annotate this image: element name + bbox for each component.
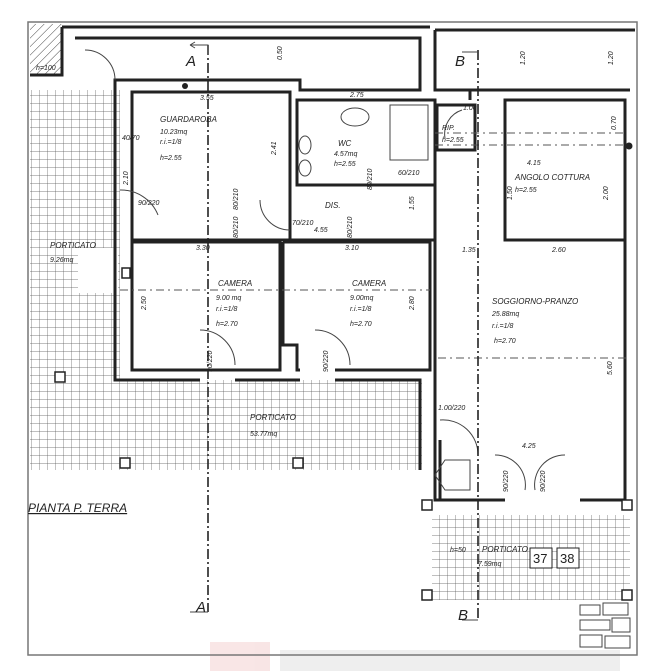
svg-text:h=2.55: h=2.55 xyxy=(515,187,537,194)
svg-text:h=2.70: h=2.70 xyxy=(494,338,516,345)
section-a-label-bottom: A xyxy=(195,599,206,616)
svg-text:53.77mq: 53.77mq xyxy=(250,431,277,438)
svg-text:h=2.55: h=2.55 xyxy=(334,161,356,168)
svg-text:h=2.70: h=2.70 xyxy=(216,321,238,328)
svg-text:80/210: 80/210 xyxy=(233,188,240,210)
svg-text:h=50: h=50 xyxy=(450,547,466,554)
section-a-label-top: A xyxy=(185,53,196,70)
svg-text:90/220: 90/220 xyxy=(207,350,214,372)
svg-text:38: 38 xyxy=(560,551,574,566)
svg-text:90/220: 90/220 xyxy=(323,350,330,372)
svg-text:r.i.=1/8: r.i.=1/8 xyxy=(350,306,371,313)
svg-text:ANGOLO COTTURA: ANGOLO COTTURA xyxy=(514,173,590,182)
portico-main-floor xyxy=(30,380,422,470)
stone-paving xyxy=(579,602,631,649)
svg-text:2.80: 2.80 xyxy=(409,296,416,311)
plan-title: PIANTA P. TERRA xyxy=(28,501,127,515)
portico-left-floor xyxy=(30,90,120,380)
svg-text:10.23mq: 10.23mq xyxy=(160,129,187,136)
svg-text:90/220: 90/220 xyxy=(138,200,160,207)
svg-text:1.00: 1.00 xyxy=(463,105,477,112)
svg-text:90/220: 90/220 xyxy=(540,470,547,492)
svg-text:h=2.70: h=2.70 xyxy=(350,321,372,328)
door-labels: 40/70 2.10 90/220 80/210 70/210 80/210 8… xyxy=(122,135,547,492)
svg-text:9.26mq: 9.26mq xyxy=(50,257,73,264)
svg-text:r.i.=1/8: r.i.=1/8 xyxy=(216,306,237,313)
svg-text:2.10: 2.10 xyxy=(123,171,130,186)
svg-text:0.70: 0.70 xyxy=(611,116,618,130)
svg-text:CAMERA: CAMERA xyxy=(218,279,252,288)
svg-text:PORTICATO: PORTICATO xyxy=(482,545,528,554)
svg-text:2.50: 2.50 xyxy=(141,296,148,311)
hatched-area xyxy=(30,24,62,74)
svg-text:3.55: 3.55 xyxy=(200,95,214,102)
svg-text:2.41: 2.41 xyxy=(271,141,278,156)
svg-text:4.25: 4.25 xyxy=(522,443,536,450)
svg-text:3.30: 3.30 xyxy=(196,245,210,252)
svg-text:2.00: 2.00 xyxy=(603,186,610,201)
svg-text:70/210: 70/210 xyxy=(292,220,314,227)
svg-text:25.88mq: 25.88mq xyxy=(491,311,519,318)
svg-text:1.20: 1.20 xyxy=(520,51,527,65)
svg-text:SOGGIORNO-PRANZO: SOGGIORNO-PRANZO xyxy=(492,297,578,306)
svg-text:GUARDAROBA: GUARDAROBA xyxy=(160,115,217,124)
svg-text:80/210: 80/210 xyxy=(367,168,374,190)
svg-text:40/70: 40/70 xyxy=(122,135,140,142)
section-b-label-top: B xyxy=(455,53,465,70)
svg-text:80/210: 80/210 xyxy=(347,216,354,238)
svg-text:4.55: 4.55 xyxy=(314,227,328,234)
svg-text:2.75: 2.75 xyxy=(349,92,364,99)
svg-text:9.00mq: 9.00mq xyxy=(350,295,373,302)
wc-fixtures xyxy=(298,104,429,177)
svg-text:h=100: h=100 xyxy=(36,65,56,72)
svg-text:1.35: 1.35 xyxy=(462,247,476,254)
svg-text:1.20: 1.20 xyxy=(608,51,615,65)
svg-text:4.57mq: 4.57mq xyxy=(334,151,357,158)
svg-text:PORTICATO: PORTICATO xyxy=(250,413,296,422)
svg-text:h=2.55: h=2.55 xyxy=(160,155,182,162)
svg-text:RIP.: RIP. xyxy=(442,125,455,132)
svg-text:r.i.=1/8: r.i.=1/8 xyxy=(492,323,513,330)
svg-text:4.15: 4.15 xyxy=(527,160,541,167)
svg-text:CAMERA: CAMERA xyxy=(352,279,386,288)
unit-numbers: 37 38 xyxy=(529,547,580,569)
room-labels: GUARDAROBA 10.23mq r.i.=1/8 h=2.55 WC 4.… xyxy=(50,115,590,568)
dimension-labels: 0.50 h=100 3.55 2.41 2.75 4.55 1.55 3.30… xyxy=(36,46,618,450)
section-b-label-bottom: B xyxy=(458,607,468,624)
svg-text:7.59mq: 7.59mq xyxy=(478,561,501,568)
svg-text:3.10: 3.10 xyxy=(345,245,359,252)
watermark xyxy=(210,642,620,671)
svg-text:1.00/220: 1.00/220 xyxy=(438,405,465,412)
svg-text:90/220: 90/220 xyxy=(503,470,510,492)
svg-text:9.00 mq: 9.00 mq xyxy=(216,295,241,302)
svg-text:WC: WC xyxy=(338,139,352,148)
svg-text:DIS.: DIS. xyxy=(325,201,341,210)
svg-text:80/210: 80/210 xyxy=(233,216,240,238)
pillars xyxy=(54,267,633,601)
drawing-frame xyxy=(27,21,638,656)
svg-text:r.i.=1/8: r.i.=1/8 xyxy=(160,139,181,146)
svg-text:2.60: 2.60 xyxy=(551,247,566,254)
svg-text:1.50: 1.50 xyxy=(507,186,514,200)
svg-text:5.60: 5.60 xyxy=(607,361,614,375)
svg-text:37: 37 xyxy=(533,551,547,566)
svg-text:h=2.55: h=2.55 xyxy=(442,137,464,144)
svg-text:PORTICATO: PORTICATO xyxy=(50,241,96,250)
svg-text:0.50: 0.50 xyxy=(277,46,284,60)
svg-text:60/210: 60/210 xyxy=(398,170,420,177)
svg-text:1.55: 1.55 xyxy=(409,196,416,210)
